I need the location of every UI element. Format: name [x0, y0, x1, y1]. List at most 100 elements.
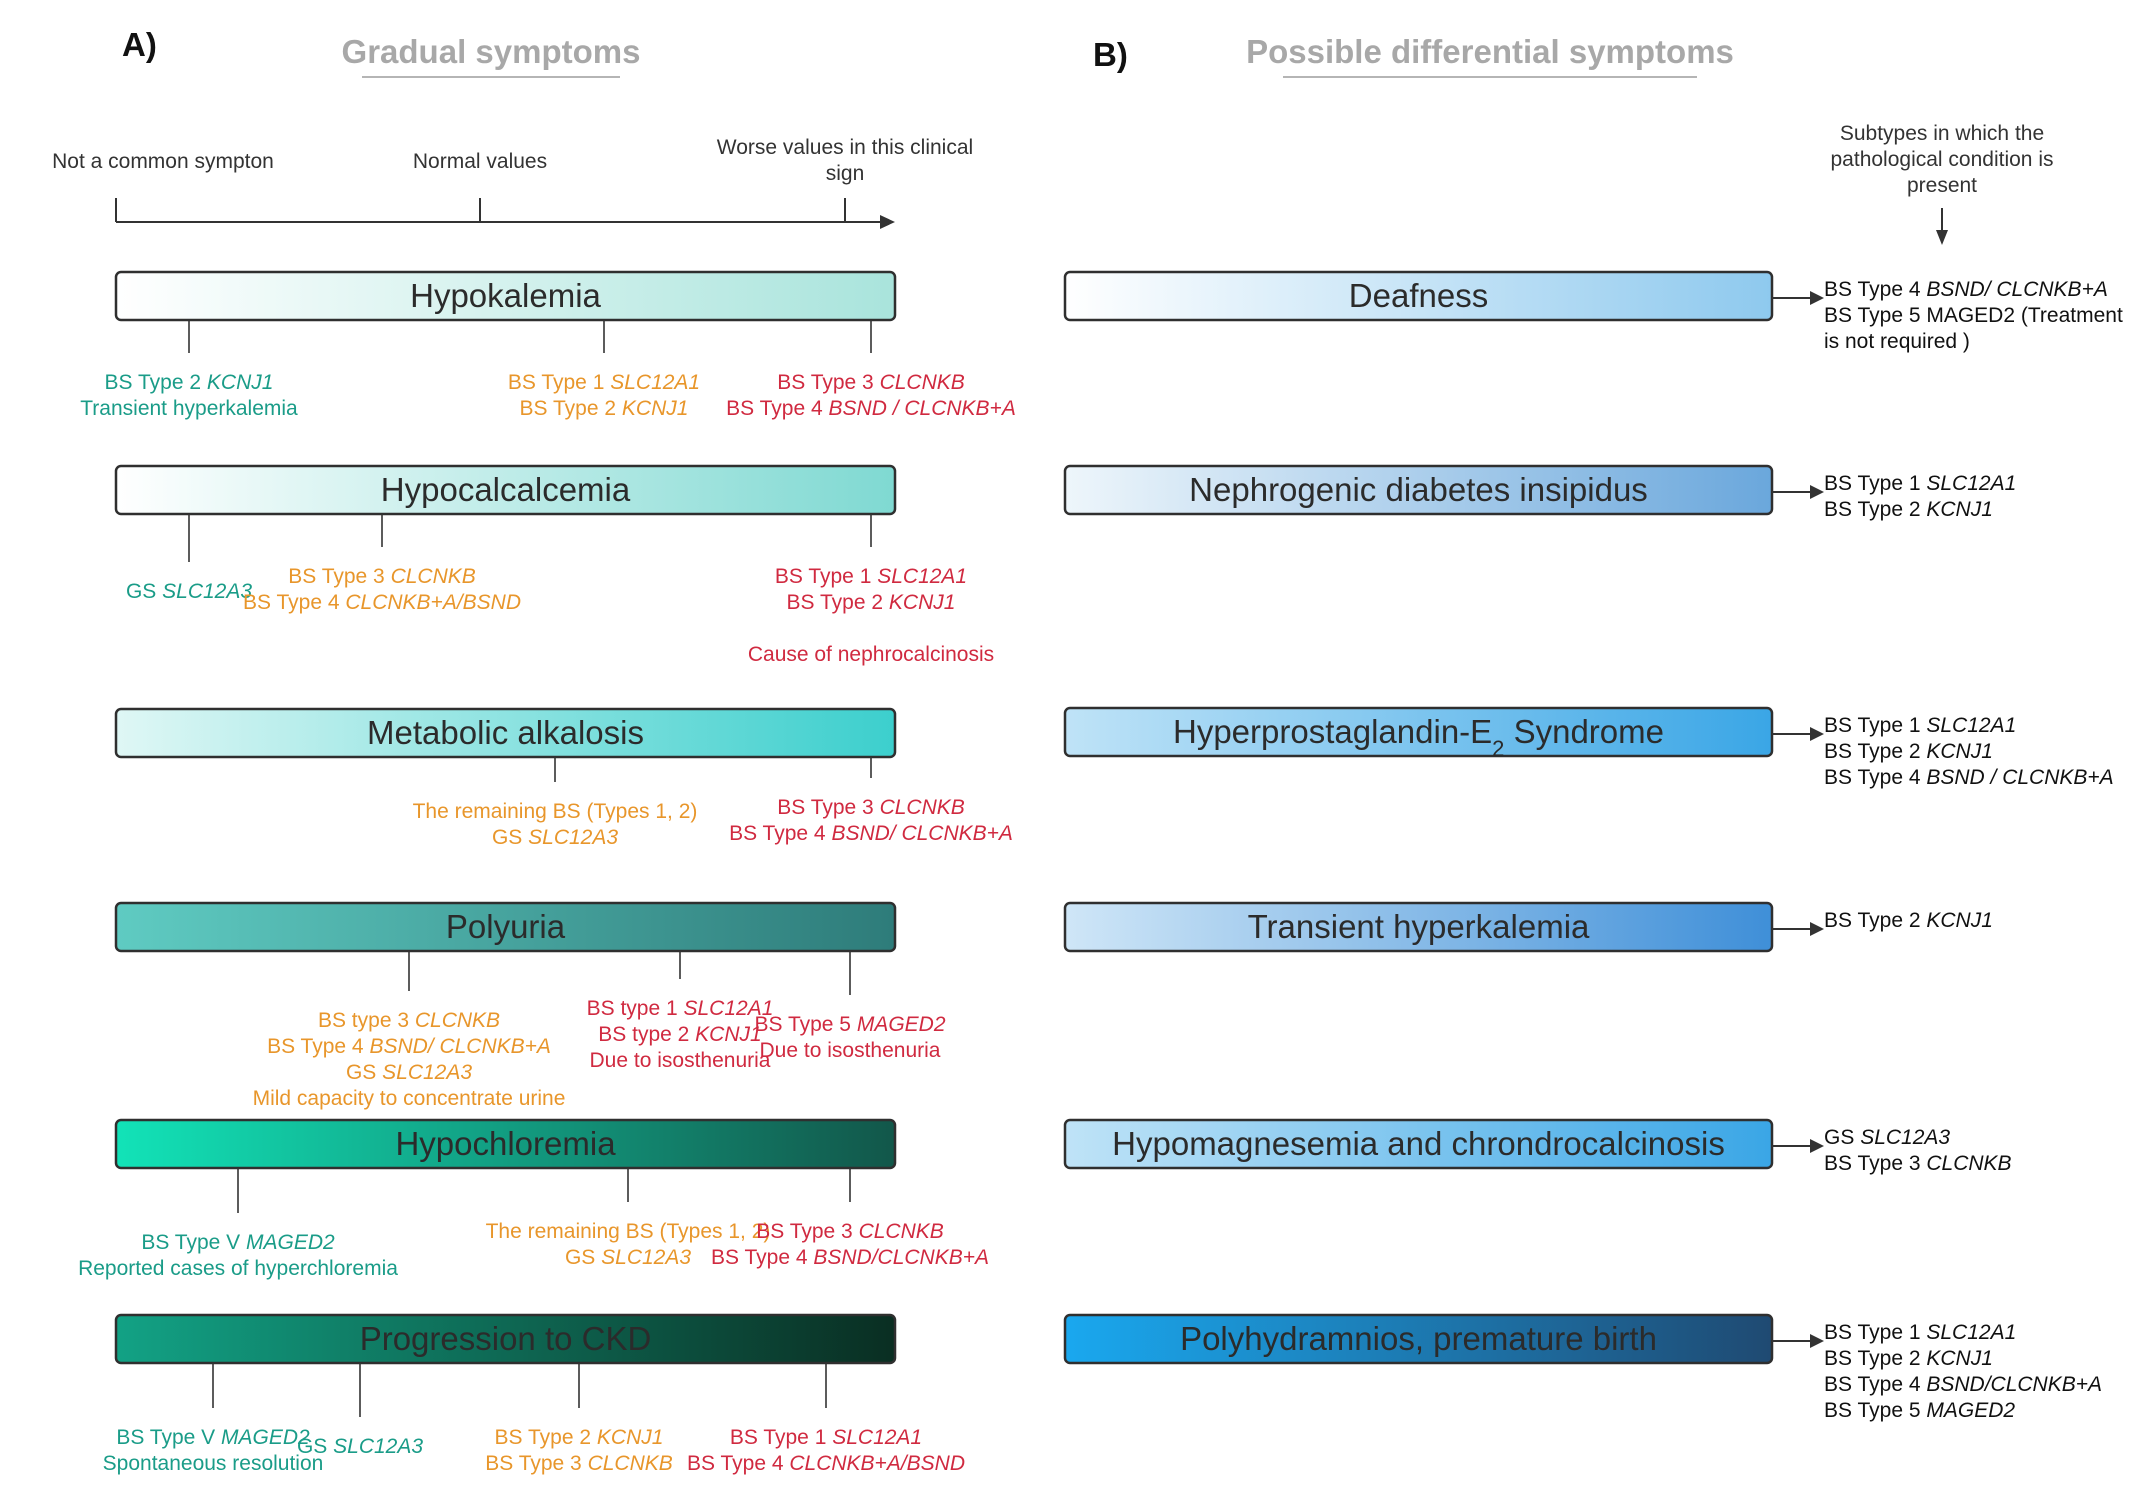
condition-polyhydramnios-premature-birth-subtypes-line-3-text: BS Type 4	[1824, 1373, 1926, 1396]
symptom-hypocalcalcemia-annotation-2-line-1-gene: CLCNKB	[391, 565, 476, 588]
symptom-metabolic-alkalosis-annotation-1-line-2-text: GS	[492, 826, 528, 849]
condition-polyhydramnios-premature-birth-subtypes-line-1-text: BS Type 1	[1824, 1321, 1926, 1344]
symptom-hypokalemia-annotation-3-line-1: BS Type 3 CLCNKB	[777, 371, 965, 394]
symptom-polyuria-annotation-2-line-1-text: BS type 1	[587, 997, 684, 1020]
condition-hypomagnesemia-and-chrondrocalcinosis-bar-label-main: Hypomagnesemia and chrondrocalcinosis	[1112, 1125, 1725, 1162]
symptom-progression-to-ckd-annotation-1-line-1: BS Type V MAGED2	[116, 1426, 310, 1449]
condition-deafness-subtypes-line-3-text: is not required )	[1824, 330, 1970, 353]
symptom-metabolic-alkalosis-annotation-1-line-2: GS SLC12A3	[492, 826, 618, 849]
symptom-progression-to-ckd-annotation-4-line-1-text: BS Type 1	[730, 1426, 832, 1449]
scale-right-label-line2: sign	[826, 162, 865, 185]
symptom-hypocalcalcemia-annotation-3-line-2: BS Type 2 KCNJ1	[787, 591, 956, 614]
condition-hyperprostaglandin-e2-syndrome-bar	[1063, 706, 1774, 758]
condition-polyhydramnios-premature-birth-subtypes-line-3-gene: BSND/CLCNKB+A	[1926, 1373, 2102, 1396]
symptom-hypochloremia-annotation-1-line-1-gene: MAGED2	[246, 1231, 335, 1254]
symptom-hypochloremia-annotation-3-line-1-text: BS Type 3	[756, 1220, 858, 1243]
symptom-progression-to-ckd-annotation-1-line-1-text: BS Type V	[116, 1426, 221, 1449]
condition-hypomagnesemia-and-chrondrocalcinosis-bar	[1063, 1118, 1774, 1170]
symptom-polyuria-annotation-1-line-2-gene: BSND/ CLCNKB+A	[369, 1035, 550, 1058]
scale-middle-label: Normal values	[413, 150, 547, 173]
symptom-hypochloremia-annotation-3-line-1: BS Type 3 CLCNKB	[756, 1220, 944, 1243]
symptom-progression-to-ckd-annotation-3-line-2-gene: CLCNKB	[588, 1452, 673, 1475]
symptom-polyuria-annotation-1-line-4-text: Mild capacity to concentrate urine	[253, 1087, 566, 1110]
condition-deafness-subtypes-line-1: BS Type 4 BSND/ CLCNKB+A	[1824, 278, 2108, 301]
subtypes-note-line1: Subtypes in which the	[1840, 122, 2044, 145]
condition-nephrogenic-diabetes-insipidus-subtypes-line-1-text: BS Type 1	[1824, 472, 1926, 495]
symptom-polyuria-annotation-1-line-4: Mild capacity to concentrate urine	[253, 1087, 566, 1110]
symptom-hypochloremia-bar-label: Hypochloremia	[395, 1125, 616, 1162]
symptom-metabolic-alkalosis-bar-label: Metabolic alkalosis	[367, 714, 644, 751]
symptom-hypokalemia-annotation-2-line-2: BS Type 2 KCNJ1	[520, 397, 689, 420]
condition-deafness-subtypes-line-1-gene: BSND/ CLCNKB+A	[1926, 278, 2107, 301]
symptom-hypocalcalcemia-annotation-2-line-2: BS Type 4 CLCNKB+A/BSND	[243, 591, 521, 614]
condition-deafness-subtypes-line-2-text: BS Type 5 MAGED2 (Treatment	[1824, 304, 2123, 327]
condition-deafness-subtypes-line-1-text: BS Type 4	[1824, 278, 1926, 301]
condition-hyperprostaglandin-e2-syndrome-subtypes-line-3-gene: BSND / CLCNKB+A	[1926, 766, 2113, 789]
symptom-hypocalcalcemia-annotation-3-line-2-text: BS Type 2	[787, 591, 889, 614]
symptom-hypokalemia-annotation-2-line-2-gene: KCNJ1	[622, 397, 689, 420]
condition-deafness-bar-label-main: Deafness	[1349, 277, 1488, 314]
symptom-hypokalemia-annotation-2-line-2-text: BS Type 2	[520, 397, 622, 420]
symptom-metabolic-alkalosis-annotation-2-line-1: BS Type 3 CLCNKB	[777, 796, 965, 819]
symptom-hypochloremia-annotation-2-line-1-text: The remaining BS (Types 1, 2)	[486, 1220, 771, 1243]
symptom-polyuria-annotation-1-line-1: BS type 3 CLCNKB	[318, 1009, 500, 1032]
symptom-progression-to-ckd-annotation-4-line-1-gene: SLC12A1	[832, 1426, 922, 1449]
condition-hyperprostaglandin-e2-syndrome-subtypes-line-2: BS Type 2 KCNJ1	[1824, 740, 1993, 763]
condition-hypomagnesemia-and-chrondrocalcinosis-subtypes-line-2: BS Type 3 CLCNKB	[1824, 1152, 2012, 1175]
subtypes-note-line3: present	[1907, 174, 1977, 197]
condition-polyhydramnios-premature-birth-arrowhead	[1810, 1334, 1824, 1348]
symptom-progression-to-ckd-annotation-4-line-2-gene: CLCNKB+A/BSND	[789, 1452, 965, 1475]
condition-polyhydramnios-premature-birth-subtypes-line-2: BS Type 2 KCNJ1	[1824, 1347, 1993, 1370]
symptom-polyuria-bar-label: Polyuria	[446, 908, 566, 945]
condition-hyperprostaglandin-e2-syndrome-bar-label-subscript: 2	[1492, 736, 1504, 761]
symptom-hypocalcalcemia-annotation-3-line-4: Cause of nephrocalcinosis	[748, 643, 994, 666]
condition-hypomagnesemia-and-chrondrocalcinosis-subtypes-line-1: GS SLC12A3	[1824, 1126, 1950, 1149]
condition-hypomagnesemia-and-chrondrocalcinosis: Hypomagnesemia and chrondrocalcinosis GS …	[1063, 1118, 2012, 1175]
subtypes-note-arrowhead	[1936, 230, 1948, 245]
symptom-progression-to-ckd-annotation-4-line-2: BS Type 4 CLCNKB+A/BSND	[687, 1452, 965, 1475]
symptom-polyuria-annotation-3-line-2: Due to isosthenuria	[760, 1039, 941, 1062]
condition-deafness-subtypes-line-2: BS Type 5 MAGED2 (Treatment	[1824, 304, 2123, 327]
symptom-polyuria-annotation-2-line-3: Due to isosthenuria	[590, 1049, 771, 1072]
condition-transient-hyperkalemia-bar-label: Transient hyperkalemia	[1248, 908, 1590, 945]
symptom-hypokalemia-annotation-2-line-1-text: BS Type 1	[508, 371, 610, 394]
symptom-polyuria-annotation-2-line-2: BS type 2 KCNJ1	[598, 1023, 761, 1046]
symptom-hypocalcalcemia-bar-label: Hypocalcalcemia	[381, 471, 631, 508]
condition-polyhydramnios-premature-birth-subtypes-line-2-gene: KCNJ1	[1926, 1347, 1993, 1370]
condition-nephrogenic-diabetes-insipidus-subtypes-line-2: BS Type 2 KCNJ1	[1824, 498, 1993, 521]
symptom-hypokalemia-annotation-3-line-1-gene: CLCNKB	[880, 371, 965, 394]
symptom-hypochloremia-annotation-1-line-2: Reported cases of hyperchloremia	[78, 1257, 398, 1280]
symptom-hypokalemia-annotation-3-line-2: BS Type 4 BSND / CLCNKB+A	[726, 397, 1016, 420]
condition-hyperprostaglandin-e2-syndrome-bar-label-main: Hyperprostaglandin-E	[1173, 713, 1492, 750]
symptom-progression-to-ckd-annotation-3-line-1-text: BS Type 2	[495, 1426, 597, 1449]
symptom-polyuria-annotation-1-line-1-text: BS type 3	[318, 1009, 415, 1032]
condition-polyhydramnios-premature-birth-subtypes-line-3: BS Type 4 BSND/CLCNKB+A	[1824, 1373, 2102, 1396]
condition-polyhydramnios-premature-birth-bar	[1063, 1313, 1774, 1365]
condition-hyperprostaglandin-e2-syndrome-subtypes-line-2-gene: KCNJ1	[1926, 740, 1993, 763]
condition-hyperprostaglandin-e2-syndrome-subtypes-line-2-text: BS Type 2	[1824, 740, 1926, 763]
condition-transient-hyperkalemia-subtypes-line-1-gene: KCNJ1	[1926, 909, 1993, 932]
symptom-hypochloremia-annotation-2-line-2: GS SLC12A3	[565, 1246, 691, 1269]
symptom-hypochloremia-annotation-3-line-1-gene: CLCNKB	[859, 1220, 944, 1243]
condition-hyperprostaglandin-e2-syndrome-subtypes-line-3-text: BS Type 4	[1824, 766, 1926, 789]
symptom-hypokalemia-bar-label: Hypokalemia	[410, 277, 601, 314]
symptom-hypokalemia-annotation-2-line-1: BS Type 1 SLC12A1	[508, 371, 700, 394]
symptom-progression-to-ckd-annotation-2-line-1-text: GS	[297, 1435, 333, 1458]
symptom-polyuria-annotation-3-line-1: BS Type 5 MAGED2	[754, 1013, 945, 1036]
symptom-hypocalcalcemia-annotation-2-line-2-gene: CLCNKB+A/BSND	[345, 591, 521, 614]
condition-nephrogenic-diabetes-insipidus-subtypes-line-1-gene: SLC12A1	[1926, 472, 2016, 495]
symptom-hypokalemia-annotation-1-line-1: BS Type 2 KCNJ1	[105, 371, 274, 394]
condition-deafness-bar	[1063, 270, 1774, 322]
symptom-metabolic-alkalosis-bar	[114, 707, 897, 759]
symptom-progression-to-ckd-annotation-1-line-1-gene: MAGED2	[221, 1426, 310, 1449]
symptom-hypocalcalcemia-annotation-3-line-2-gene: KCNJ1	[889, 591, 956, 614]
symptom-polyuria-annotation-3-line-1-gene: MAGED2	[857, 1013, 946, 1036]
condition-hyperprostaglandin-e2-syndrome-subtypes-line-1: BS Type 1 SLC12A1	[1824, 714, 2016, 737]
symptom-metabolic-alkalosis-annotation-2-line-2-gene: BSND/ CLCNKB+A	[831, 822, 1012, 845]
